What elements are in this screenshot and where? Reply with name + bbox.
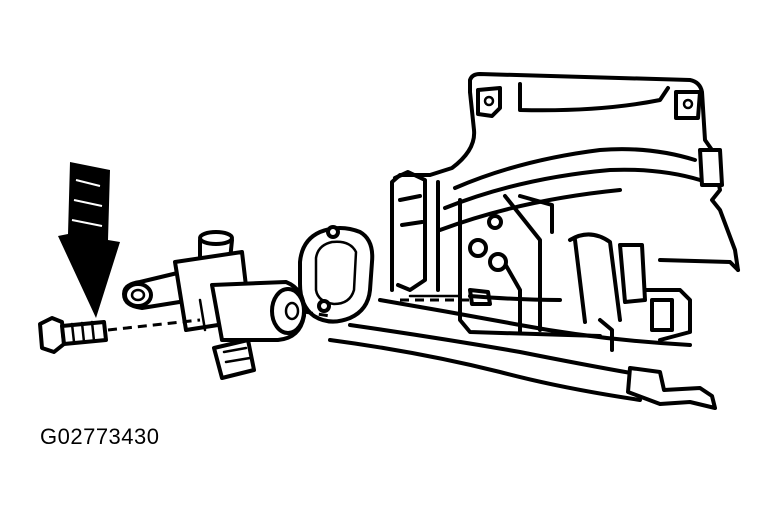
manifold-assembly xyxy=(328,72,740,410)
alignment-line-gasket xyxy=(303,310,331,318)
pointer-arrow xyxy=(58,162,120,318)
gasket xyxy=(298,225,375,324)
figure-code: G02773430 xyxy=(40,424,160,449)
idle-air-control-valve xyxy=(122,230,307,380)
bolt xyxy=(38,316,108,354)
alignment-line-bolt xyxy=(107,318,201,332)
